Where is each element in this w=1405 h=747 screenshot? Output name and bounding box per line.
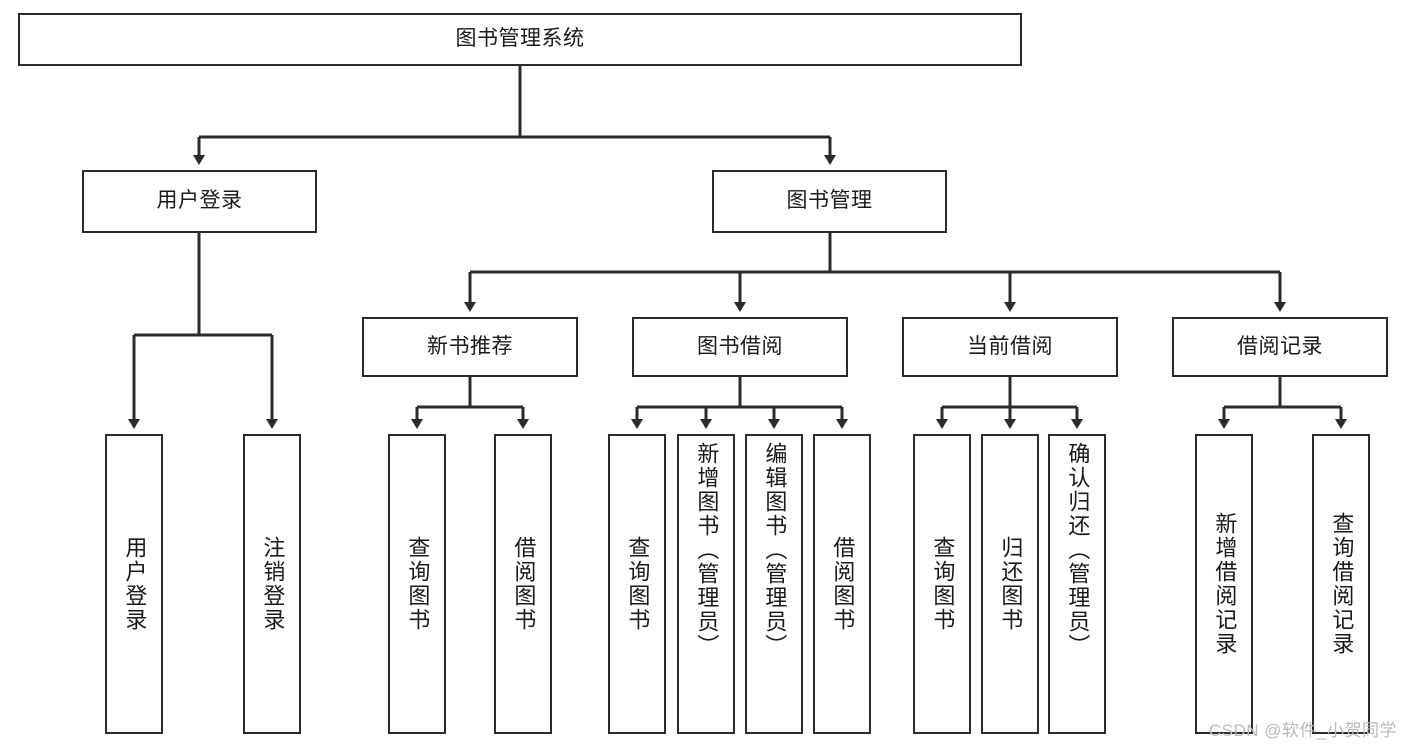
node-label: 当前借阅 <box>967 334 1053 358</box>
node-label: 查询借阅记录 <box>1329 512 1355 656</box>
leaf-current-borrow-return[interactable]: 归还图书 <box>981 434 1039 734</box>
leaf-new-book-borrow[interactable]: 借阅图书 <box>494 434 552 734</box>
node-label: 用户登录 <box>122 536 148 632</box>
leaf-user-login-logout[interactable]: 注销登录 <box>243 434 301 734</box>
leaf-book-borrow-borrow[interactable]: 借阅图书 <box>813 434 871 734</box>
leaf-borrow-records-add[interactable]: 新增借阅记录 <box>1195 434 1253 734</box>
node-label: 图书管理 <box>786 189 873 213</box>
leaf-book-borrow-add[interactable]: 新增图书（管理员） <box>677 434 735 734</box>
node-book-borrow[interactable]: 图书借阅 <box>632 317 848 377</box>
leaf-current-borrow-confirm-return[interactable]: 确认归还（管理员） <box>1048 434 1106 734</box>
node-label: 用户登录 <box>156 189 243 213</box>
node-label: 确认归还（管理员） <box>1065 442 1091 658</box>
leaf-book-borrow-query[interactable]: 查询图书 <box>608 434 666 734</box>
leaf-new-book-query[interactable]: 查询图书 <box>388 434 446 734</box>
node-label: 新增借阅记录 <box>1212 512 1238 656</box>
node-label: 新增图书（管理员） <box>694 442 720 658</box>
node-label: 查询图书 <box>930 536 956 632</box>
node-label: 归还图书 <box>998 536 1024 632</box>
node-new-book-recommend[interactable]: 新书推荐 <box>362 317 578 377</box>
node-label: 查询图书 <box>625 536 651 632</box>
node-label: 图书管理系统 <box>455 27 585 51</box>
leaf-user-login-login[interactable]: 用户登录 <box>105 434 163 734</box>
node-label: 新书推荐 <box>427 334 513 358</box>
node-label: 查询图书 <box>405 536 431 632</box>
node-user-login[interactable]: 用户登录 <box>82 170 317 233</box>
node-label: 图书借阅 <box>697 334 783 358</box>
node-root-system[interactable]: 图书管理系统 <box>18 13 1022 66</box>
leaf-current-borrow-query[interactable]: 查询图书 <box>913 434 971 734</box>
leaf-book-borrow-edit[interactable]: 编辑图书（管理员） <box>745 434 803 734</box>
node-label: 借阅图书 <box>830 536 856 632</box>
leaf-borrow-records-query[interactable]: 查询借阅记录 <box>1312 434 1370 734</box>
node-book-manage[interactable]: 图书管理 <box>712 170 947 233</box>
node-label: 注销登录 <box>260 536 286 632</box>
node-label: 编辑图书（管理员） <box>762 442 788 658</box>
node-borrow-records[interactable]: 借阅记录 <box>1172 317 1388 377</box>
node-label: 借阅记录 <box>1237 334 1323 358</box>
node-current-borrow[interactable]: 当前借阅 <box>902 317 1118 377</box>
node-label: 借阅图书 <box>511 536 537 632</box>
